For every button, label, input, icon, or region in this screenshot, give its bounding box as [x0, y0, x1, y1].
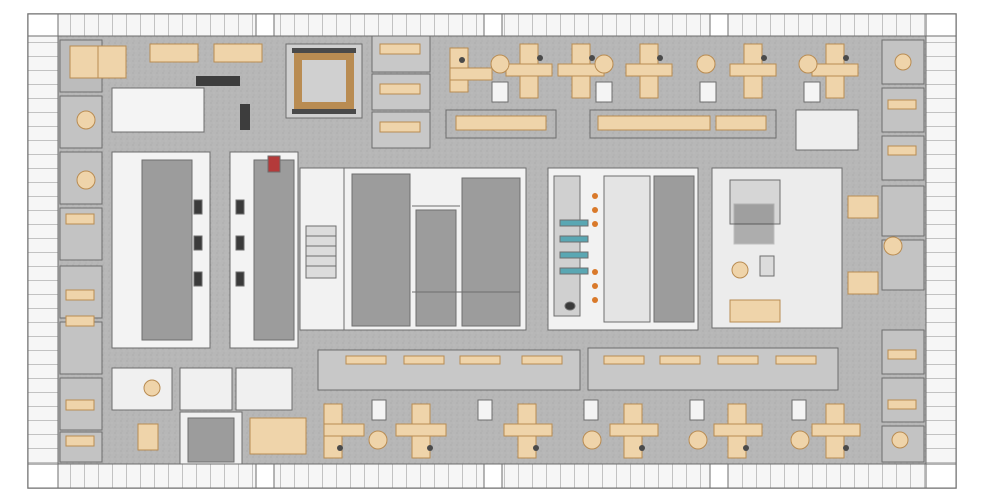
- round-table-icon: [894, 53, 912, 71]
- desk-icon: [887, 145, 917, 156]
- small-rooms-southwest: [111, 367, 307, 465]
- private-offices-east: [881, 39, 925, 463]
- meeting-block-east: [711, 167, 879, 329]
- small-offices-south: [317, 347, 839, 391]
- desk-icon: [887, 399, 917, 410]
- round-table-icon: [76, 170, 96, 190]
- window-band-west: [27, 13, 59, 489]
- office-tables-west: [65, 110, 96, 447]
- workstation-cluster-north: [445, 43, 859, 151]
- desk-cluster-icon: [323, 403, 861, 459]
- conference-room-north: [285, 43, 363, 119]
- desk-icon: [65, 399, 95, 411]
- restroom-icon: [559, 219, 589, 275]
- desk-icon: [65, 213, 95, 225]
- private-offices-west: [59, 39, 103, 463]
- desk-icon: [887, 349, 917, 360]
- conference-table-icon: [294, 52, 354, 110]
- office-tables-east: [883, 53, 917, 449]
- desk-icon: [887, 99, 917, 110]
- structural-columns: [27, 13, 957, 489]
- small-offices-north: [371, 35, 431, 149]
- core-elevators-stairs: [299, 167, 527, 331]
- workstation-cluster-south: [323, 399, 861, 459]
- meeting-zone-northwest: [69, 43, 263, 133]
- desk-icon: [65, 435, 95, 447]
- round-table-icon: [883, 236, 903, 256]
- restrooms-core: [547, 167, 699, 331]
- desk-icon: [65, 289, 95, 301]
- window-band-east: [925, 13, 957, 489]
- round-table-icon: [891, 431, 909, 449]
- desk-icon: [65, 315, 95, 327]
- open-room-west: [111, 151, 299, 349]
- desk-cluster-icon: [449, 43, 859, 99]
- stair-icon: [305, 225, 337, 279]
- round-table-icon: [76, 110, 96, 130]
